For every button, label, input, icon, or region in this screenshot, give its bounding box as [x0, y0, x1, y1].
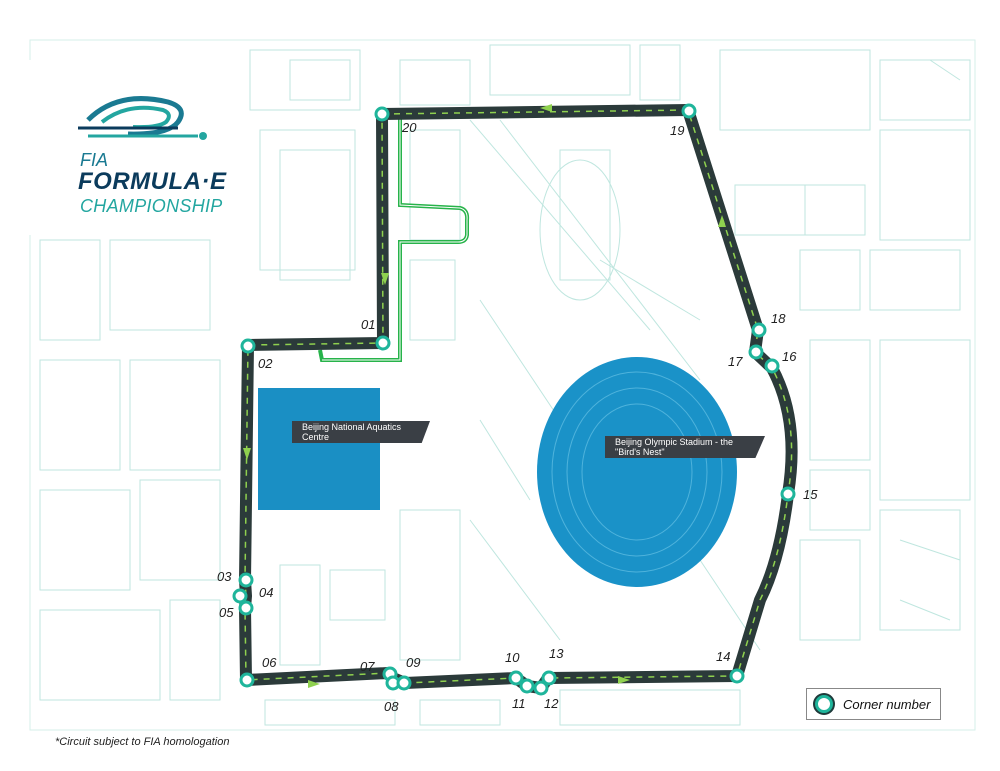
- formula-e-logo: FIA FORMULA·E CHAMPIONSHIP: [28, 60, 238, 235]
- aquatics-centre-label: Beijing National Aquatics Centre: [292, 421, 430, 443]
- corner-labels: 01 02 03 04 05 06 07 08 09 10 11 12 13 1…: [217, 120, 818, 714]
- corner-label-05: 05: [219, 605, 234, 620]
- corner-label-20: 20: [401, 120, 417, 135]
- corner-marker-12: [533, 680, 549, 696]
- corner-marker-11: [519, 678, 535, 694]
- corner-marker-05: [238, 600, 254, 616]
- corner-label-17: 17: [728, 354, 743, 369]
- corner-marker-13: [541, 670, 557, 686]
- corner-label-15: 15: [803, 487, 818, 502]
- corner-label-04: 04: [259, 585, 273, 600]
- corner-label-01: 01: [361, 317, 375, 332]
- corner-label-03: 03: [217, 569, 232, 584]
- logo-fia: FIA: [80, 150, 109, 170]
- corner-label-11: 11: [512, 696, 526, 711]
- corner-marker-19: [681, 103, 697, 119]
- logo-formula-e: FORMULA·E: [78, 168, 227, 195]
- corner-label-14: 14: [716, 649, 730, 664]
- corner-label-02: 02: [258, 356, 273, 371]
- legend: Corner number: [806, 688, 941, 720]
- footnote: *Circuit subject to FIA homologation: [55, 736, 230, 748]
- track-centerline: [244, 109, 793, 689]
- corner-marker-18: [751, 322, 767, 338]
- legend-label: Corner number: [843, 696, 931, 712]
- corner-label-18: 18: [771, 311, 786, 326]
- corner-marker-09: [396, 675, 412, 691]
- corner-marker-06: [239, 672, 255, 688]
- corner-label-09: 09: [406, 655, 420, 670]
- logo-championship: CHAMPIONSHIP: [80, 196, 223, 216]
- corner-marker-03: [238, 572, 254, 588]
- corner-marker-16: [764, 358, 780, 374]
- corner-label-19: 19: [670, 123, 684, 138]
- corner-label-16: 16: [782, 349, 797, 364]
- corner-label-08: 08: [384, 699, 399, 714]
- corner-label-10: 10: [505, 650, 520, 665]
- corner-marker-17: [748, 344, 764, 360]
- corner-marker-01: [375, 335, 391, 351]
- corner-marker-10: [508, 670, 524, 686]
- corner-marker-15: [780, 486, 796, 502]
- direction-arrows: [243, 104, 726, 688]
- corner-markers: [232, 103, 796, 696]
- corner-label-06: 06: [262, 655, 277, 670]
- formula-e-emblem-icon: [78, 96, 207, 140]
- corner-marker-icon: [815, 695, 833, 713]
- birds-nest-stadium: [537, 357, 737, 587]
- corner-marker-20: [374, 106, 390, 122]
- street-grid: [29, 39, 976, 731]
- corner-marker-14: [729, 668, 745, 684]
- aquatics-centre: [258, 388, 380, 510]
- stadium-label: Beijing Olympic Stadium - the "Bird's Ne…: [605, 436, 765, 458]
- corner-label-07: 07: [360, 659, 375, 674]
- corner-label-12: 12: [544, 696, 559, 711]
- corner-marker-02: [240, 338, 256, 354]
- corner-marker-04: [232, 588, 248, 604]
- corner-label-13: 13: [549, 646, 564, 661]
